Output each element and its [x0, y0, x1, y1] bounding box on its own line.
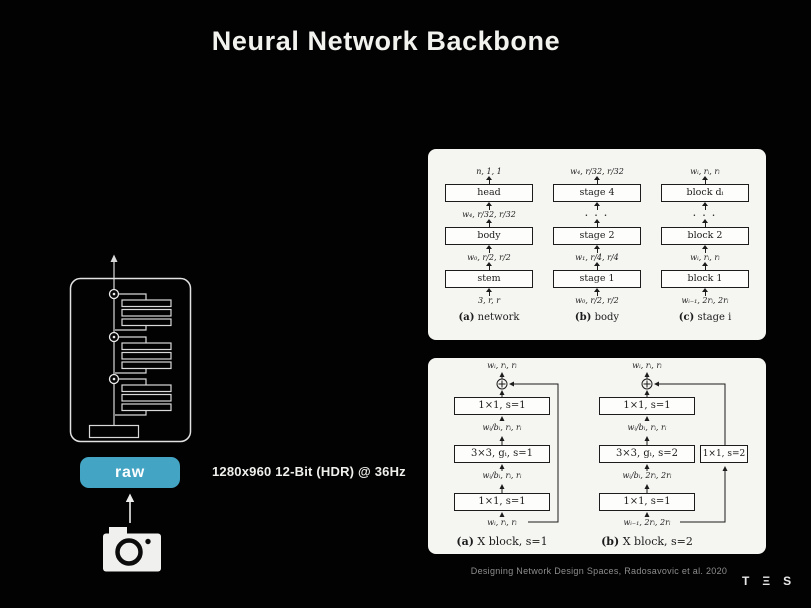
arch-box: block 2 — [661, 227, 749, 245]
arch-box: stage 2 — [553, 227, 641, 245]
up-arrow-icon — [594, 262, 601, 270]
arch-label: wᵢ, rᵢ, rᵢ — [487, 518, 517, 527]
camera-arrow-icon — [125, 493, 135, 523]
up-arrow-icon — [702, 262, 709, 270]
network-column: n, 1, 1 head w₄, r/32, r/32 body w₀, r/2… — [440, 167, 538, 340]
tesla-logo-letter-e: Ξ — [762, 574, 771, 588]
tesla-logo: T Ξ S — [742, 574, 791, 588]
arch-box: stem — [445, 270, 533, 288]
arch-label: n, 1, 1 — [476, 167, 502, 176]
up-arrow-icon — [702, 176, 709, 184]
page-title: Neural Network Backbone — [211, 26, 561, 56]
arch-box: stage 4 — [553, 184, 641, 202]
arch-box: block 1 — [661, 270, 749, 288]
camera-icon — [103, 493, 161, 572]
conv-box: 3×3, gᵢ, s=1 — [454, 445, 550, 463]
arch-label: wᵢ/bᵢ, rᵢ, rᵢ — [482, 423, 522, 432]
up-arrow-icon — [486, 202, 493, 210]
arch-label: wᵢ₋₁, 2rᵢ, 2rᵢ — [623, 518, 671, 527]
tesla-logo-letter-t: T — [742, 574, 750, 588]
conv-box: 1×1, s=1 — [599, 493, 695, 511]
up-arrow-icon — [594, 288, 601, 296]
up-arrow-icon — [486, 288, 493, 296]
up-arrow-icon — [486, 245, 493, 253]
arch-box: head — [445, 184, 533, 202]
conv-box: 1×1, s=1 — [599, 397, 695, 415]
arch-label: wᵢ, rᵢ, rᵢ — [632, 361, 662, 370]
up-arrow-icon — [594, 202, 601, 210]
arch-label: wᵢ, rᵢ, rᵢ — [690, 167, 720, 176]
backbone-sketch-icon — [69, 254, 192, 443]
arch-box: body — [445, 227, 533, 245]
up-arrow-icon — [486, 176, 493, 184]
arch-label: wᵢ/bᵢ, rᵢ, rᵢ — [627, 423, 667, 432]
conv-box: 3×3, gᵢ, s=2 — [599, 445, 695, 463]
up-arrow-icon — [486, 262, 493, 270]
arch-label: wᵢ, rᵢ, rᵢ — [690, 253, 720, 262]
arch-label: wᵢ, rᵢ, rᵢ — [487, 361, 517, 370]
arch-box: block dᵢ — [661, 184, 749, 202]
arch-box: stage 1 — [553, 270, 641, 288]
up-arrow-icon — [702, 219, 709, 227]
arch-label: w₄, r/32, r/32 — [462, 210, 516, 219]
stage-column: wᵢ, rᵢ, rᵢ block dᵢ · · · block 2 wᵢ, rᵢ… — [656, 167, 754, 340]
raw-badge-label: raw — [115, 463, 145, 481]
ellipsis-dots: · · · — [585, 210, 609, 220]
column-caption: (a) network — [458, 312, 520, 323]
arch-label: wᵢ₋₁, 2rᵢ, 2rᵢ — [681, 296, 729, 305]
arch-label: w₀, r/2, r/2 — [575, 296, 619, 305]
conv-box: 1×1, s=1 — [454, 397, 550, 415]
conv-box: 1×1, s=1 — [454, 493, 550, 511]
xblock-panel: wᵢ, rᵢ, rᵢ 1×1, s=1 wᵢ/bᵢ, rᵢ, rᵢ 3×3, g… — [428, 358, 766, 554]
sensor-spec-text: 1280x960 12-Bit (HDR) @ 36Hz — [212, 464, 406, 479]
raw-badge: raw — [80, 457, 180, 488]
tesla-logo-letter-s: S — [783, 574, 792, 588]
xblock-connectors — [496, 372, 728, 523]
arch-label: 3, r, r — [477, 296, 501, 305]
regnet-structure-panel: n, 1, 1 head w₄, r/32, r/32 body w₀, r/2… — [428, 149, 766, 340]
up-arrow-icon — [594, 219, 601, 227]
side-conv-box: 1×1, s=2 — [700, 445, 748, 463]
up-arrow-icon — [486, 219, 493, 227]
arch-label: wᵢ/bᵢ, rᵢ, rᵢ — [482, 471, 522, 480]
citation-text: Designing Network Design Spaces, Radosav… — [470, 566, 728, 576]
column-caption: (b) X block, s=2 — [601, 535, 693, 548]
body-column: w₄, r/32, r/32 stage 4 · · · stage 2 w₁,… — [548, 167, 646, 340]
up-arrow-icon — [702, 288, 709, 296]
up-arrow-icon — [594, 176, 601, 184]
arch-label: w₄, r/32, r/32 — [570, 167, 624, 176]
arch-label: w₁, r/4, r/4 — [575, 253, 619, 262]
ellipsis-dots: · · · — [693, 210, 717, 220]
arch-label: w₀, r/2, r/2 — [467, 253, 511, 262]
column-caption: (b) body — [574, 312, 620, 323]
up-arrow-icon — [702, 202, 709, 210]
up-arrow-icon — [702, 245, 709, 253]
column-caption: (a) X block, s=1 — [456, 535, 548, 548]
up-arrow-icon — [594, 245, 601, 253]
column-caption: (c) stage i — [678, 312, 732, 323]
arch-label: wᵢ/bᵢ, 2rᵢ, 2rᵢ — [622, 471, 672, 480]
